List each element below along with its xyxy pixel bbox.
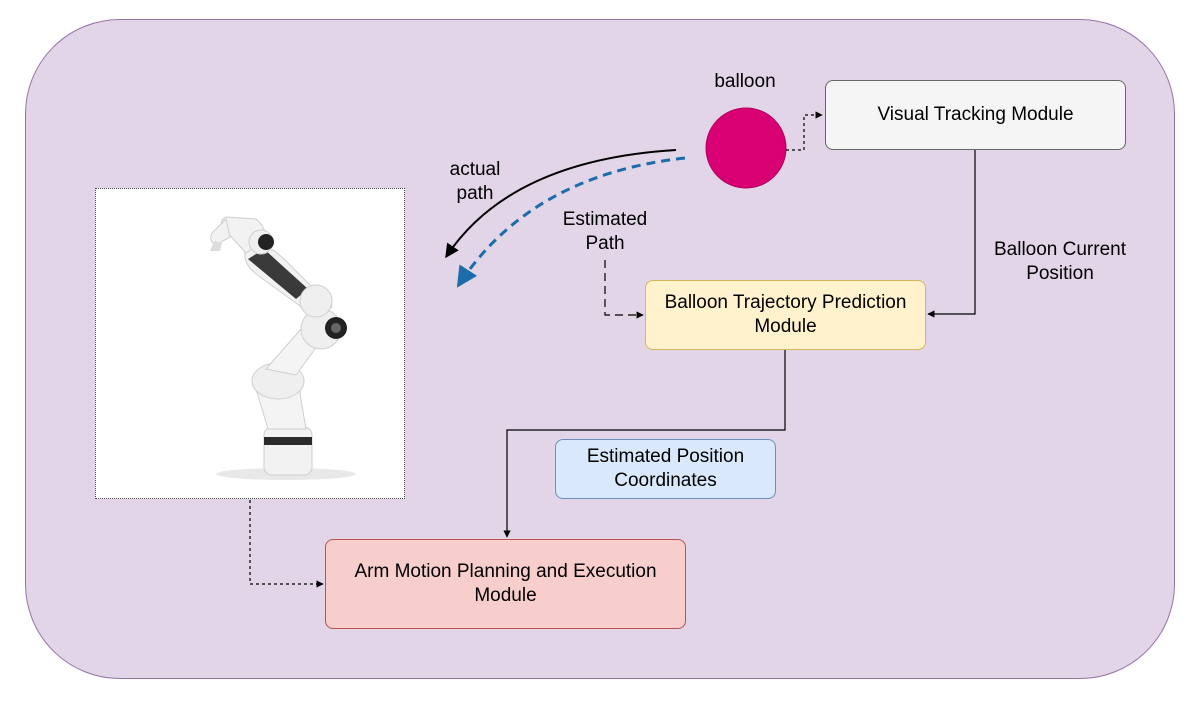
actual-path-label: actual path [449,159,501,204]
balloon-node [705,107,787,189]
arm-motion-module: Arm Motion Planning and Execution Module [325,539,686,629]
trajectory-prediction-module: Balloon Trajectory Prediction Module [645,280,926,350]
visual-tracking-module: Visual Tracking Module [825,80,1126,150]
actual-path-curve [445,149,677,259]
edge-tracking-to-prediction [927,150,976,318]
estimated-path-label: Estimated Path [562,209,648,254]
balloon-label: balloon [714,71,776,92]
robot-arm-image [95,188,405,499]
robot-arm-icon [210,216,356,480]
estimated-position-coordinates: Estimated Position Coordinates [555,439,776,499]
estimated-path-curve [456,156,686,288]
edge-estimated-path [604,260,644,319]
edge-prediction-to-arm [503,350,786,538]
balloon-current-position-label: Balloon Current Position [993,239,1127,284]
edge-balloon-to-tracking [786,111,823,151]
edge-robot-to-arm [249,500,324,588]
